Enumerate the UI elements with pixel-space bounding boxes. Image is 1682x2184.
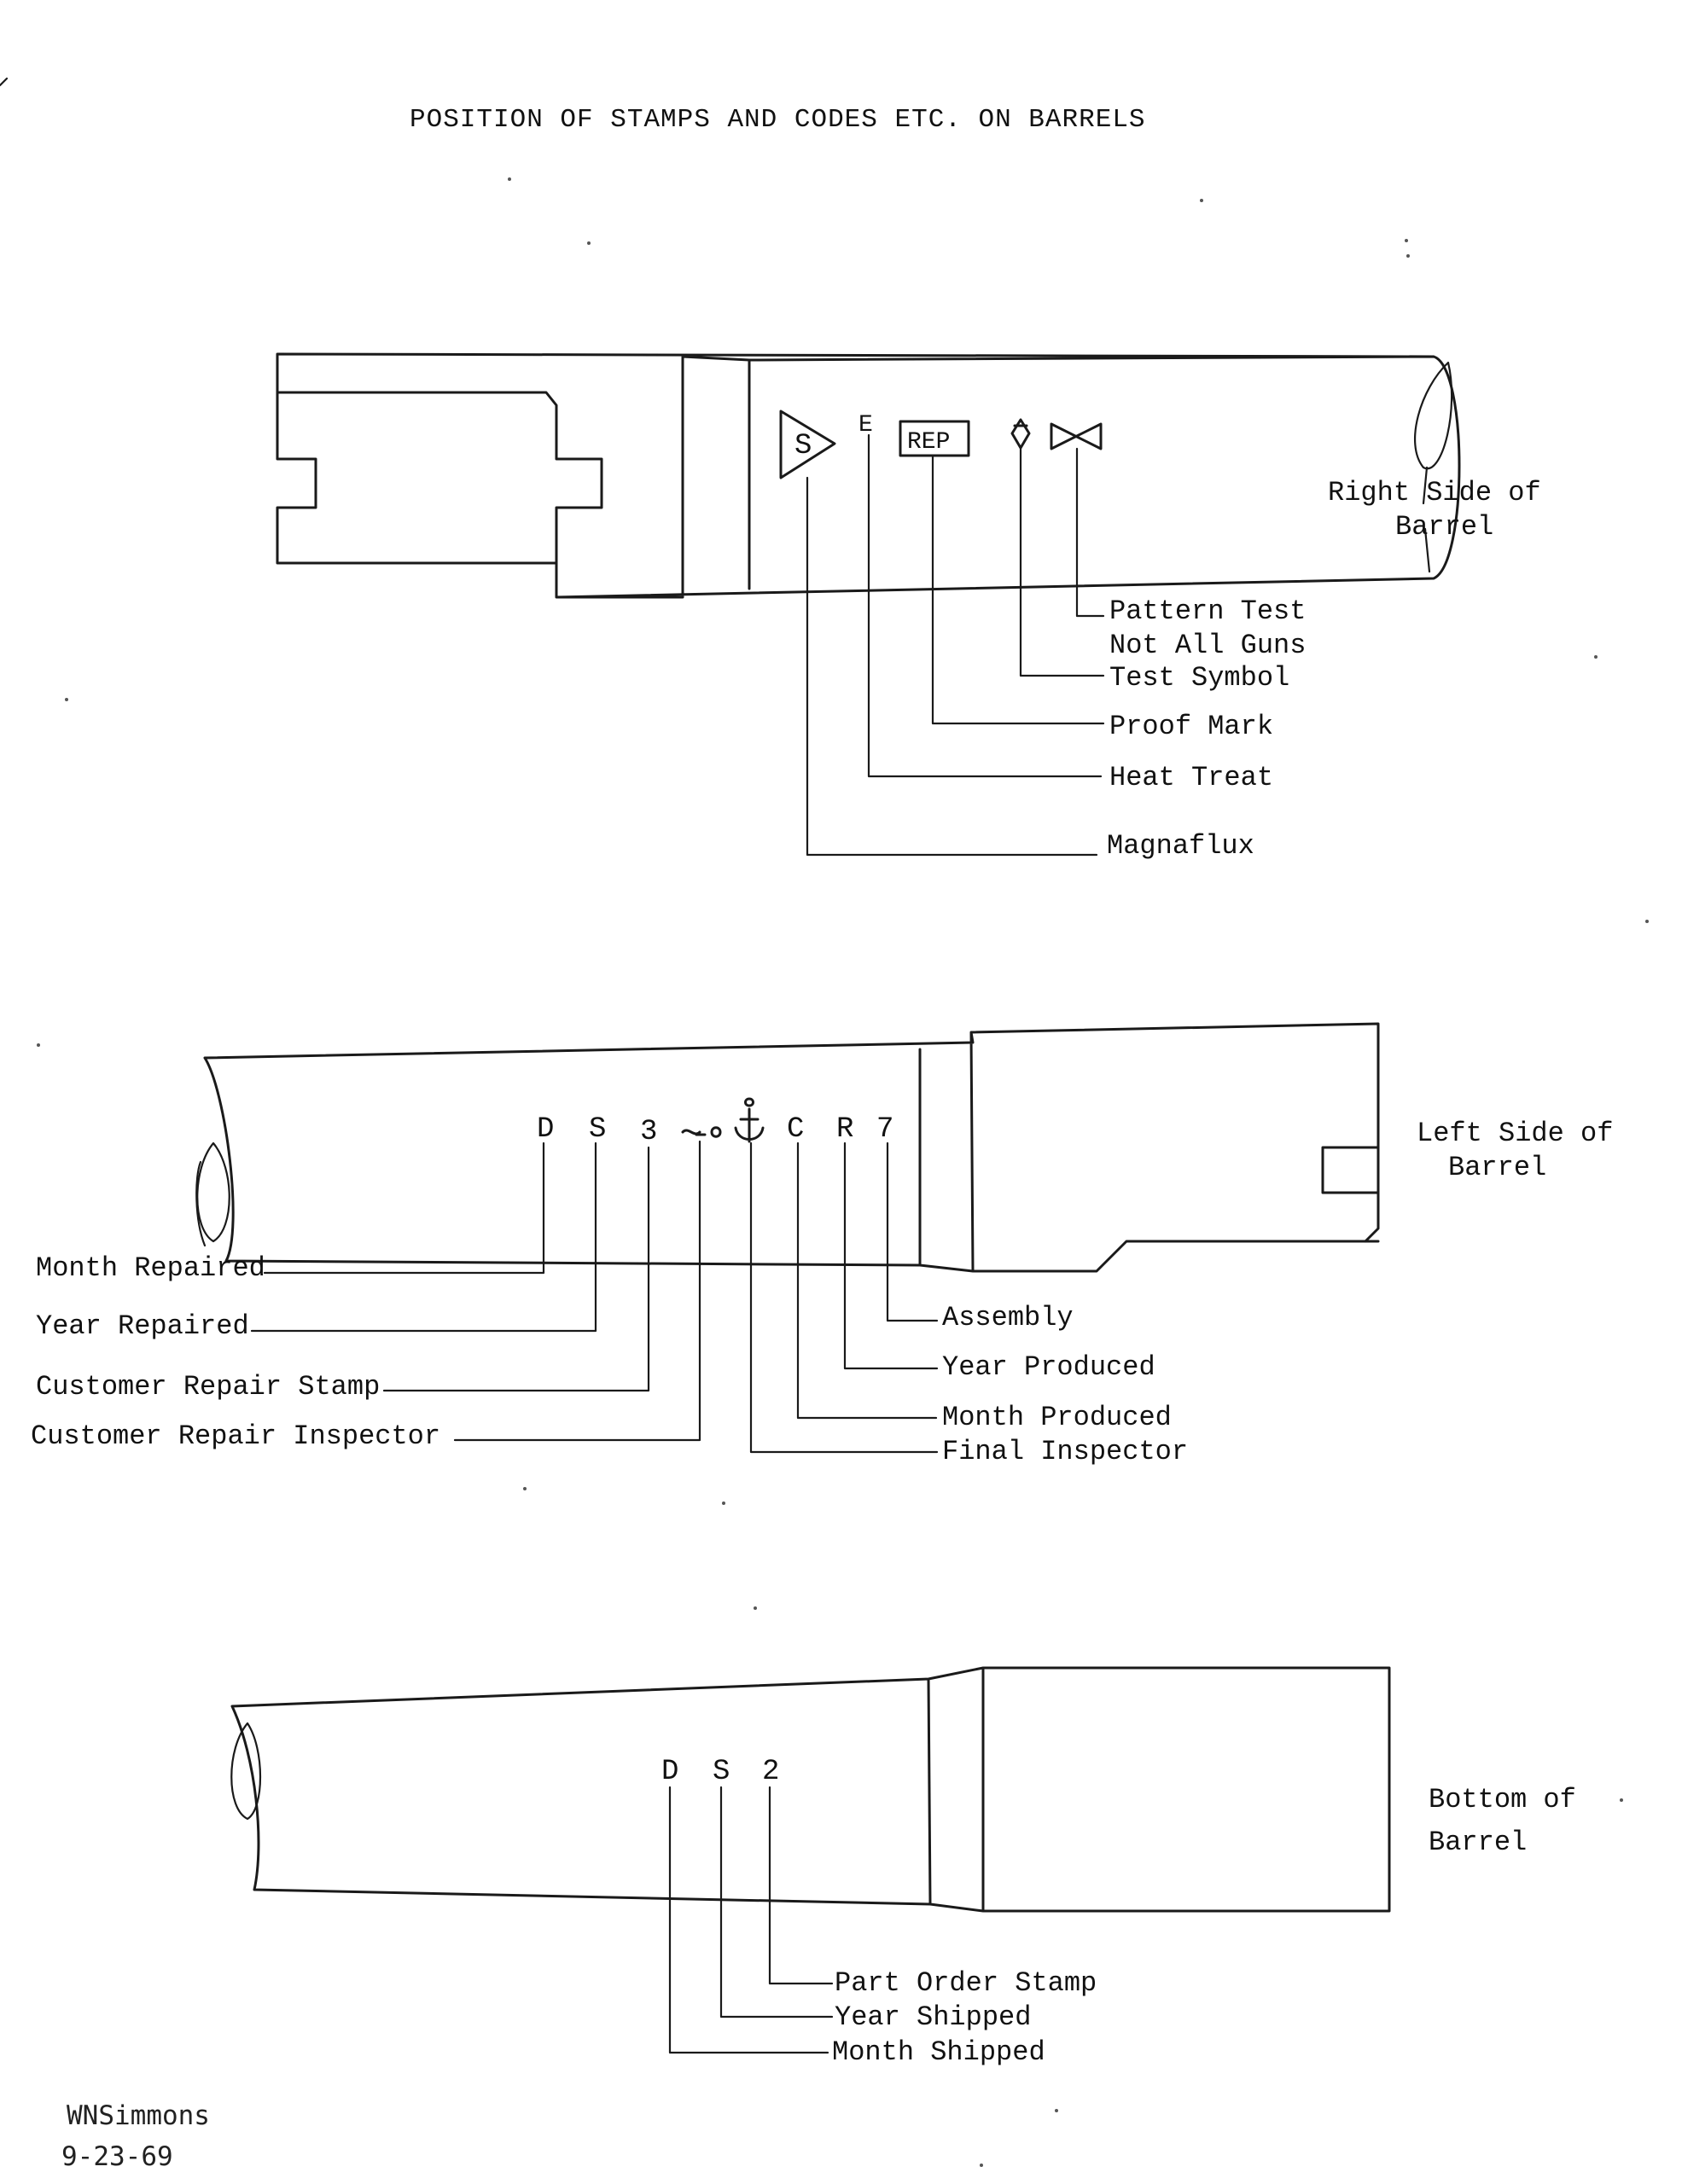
right-side-barrel: S E REP Pattern Test Not All Guns Test S… <box>276 352 1541 862</box>
year-produced-label: Year Produced <box>942 1351 1155 1383</box>
bottom-barrel-muzzle <box>230 1722 262 1821</box>
test-symbol-icon <box>1010 418 1031 450</box>
final-inspector-label: Final Inspector <box>942 1436 1188 1467</box>
left-side-barrel-outline <box>203 1022 1380 1273</box>
right-side-barrel-outline <box>276 352 1461 599</box>
month-produced-stamp: C <box>787 1113 804 1146</box>
year-produced-stamp: R <box>836 1113 853 1146</box>
right-side-barrel-muzzle <box>1413 361 1453 470</box>
final-inspector-anchor-icon <box>734 1097 765 1143</box>
left-side-caption-line1: Left Side of <box>1417 1118 1613 1149</box>
month-repaired-label: Month Repaired <box>36 1252 265 1284</box>
assembly-label: Assembly <box>942 1302 1074 1333</box>
scan-specks <box>0 77 1649 2167</box>
right-side-caption-line1: Right Side of <box>1328 477 1541 508</box>
month-shipped-label: Month Shipped <box>832 2036 1045 2068</box>
magnaflux-triangle-icon <box>779 410 836 479</box>
month-shipped-stamp: D <box>661 1756 678 1788</box>
customer-repair-stamp: 3 <box>640 1116 657 1148</box>
month-produced-label: Month Produced <box>942 1402 1172 1433</box>
heat-treat-stamp: E <box>858 412 873 439</box>
year-repaired-label: Year Repaired <box>36 1310 249 1342</box>
left-side-barrel-muzzle <box>196 1141 230 1243</box>
assembly-stamp: 7 <box>876 1113 893 1146</box>
pattern-test-bowtie-icon <box>1050 422 1103 450</box>
test-symbol-label: Test Symbol <box>1109 662 1289 694</box>
year-shipped-stamp: S <box>713 1756 730 1788</box>
proof-mark-stamp: REP <box>907 429 950 456</box>
part-order-stamp-label: Part Order Stamp <box>835 1967 1097 1999</box>
year-shipped-label: Year Shipped <box>835 2001 1031 2033</box>
left-side-leader-lines <box>250 1140 939 1454</box>
year-repaired-stamp: S <box>589 1113 606 1146</box>
bottom-leader-lines <box>668 1786 834 2054</box>
month-repaired-stamp: D <box>537 1113 554 1146</box>
part-order-stamp: 2 <box>762 1756 779 1788</box>
proof-mark-box <box>899 420 970 457</box>
customer-repair-inspector-icon <box>681 1126 722 1138</box>
signature-date: 9-23-69 <box>61 2141 173 2172</box>
left-side-barrel: D S 3 C R 7 Month Repaired Year Repaired… <box>31 1022 1613 1467</box>
customer-repair-inspector-label: Customer Repair Inspector <box>31 1420 440 1452</box>
left-side-caption-line2: Barrel <box>1448 1152 1546 1183</box>
pattern-test-label: Pattern Test <box>1109 595 1306 627</box>
right-side-leader-lines <box>806 433 1105 857</box>
not-all-guns-label: Not All Guns <box>1109 630 1306 661</box>
bottom-caption-line2: Barrel <box>1429 1827 1527 1858</box>
right-side-caption-line2: Barrel <box>1395 511 1493 543</box>
magnaflux-stamp: S <box>794 430 812 462</box>
page-title: POSITION OF STAMPS AND CODES ETC. ON BAR… <box>410 105 1146 135</box>
heat-treat-label: Heat Treat <box>1109 762 1273 793</box>
proof-mark-label: Proof Mark <box>1109 711 1273 742</box>
bottom-barrel: D S 2 Part Order Stamp Year Shipped Mont… <box>230 1666 1576 2068</box>
customer-repair-stamp-label: Customer Repair Stamp <box>36 1371 380 1403</box>
bottom-barrel-outline <box>230 1666 1391 1913</box>
bottom-caption-line1: Bottom of <box>1429 1784 1576 1815</box>
magnaflux-label: Magnaflux <box>1107 830 1254 862</box>
signature-name: WNSimmons <box>67 2100 210 2131</box>
